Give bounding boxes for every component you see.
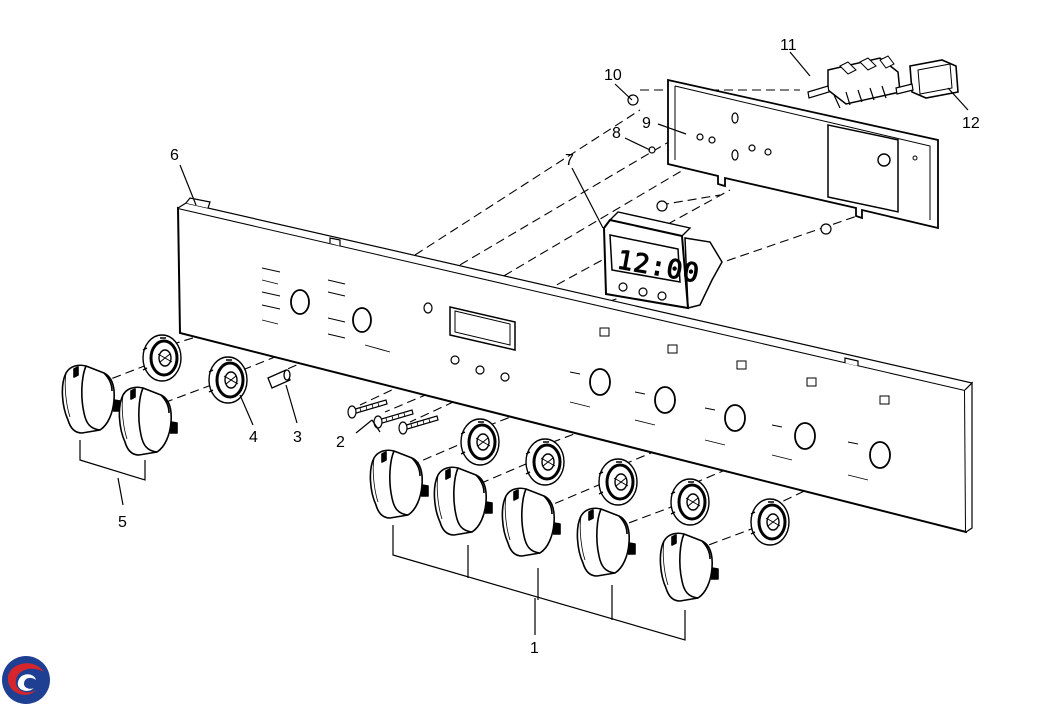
callout-5: 5 (118, 514, 127, 531)
callout-11: 11 (780, 37, 797, 54)
brand-swirl-icon (2, 656, 50, 704)
clock-timer-module: 12:00 (602, 211, 723, 310)
thermostat-switch (895, 59, 959, 99)
callout-1: 1 (530, 640, 539, 657)
callout-3: 3 (293, 429, 302, 446)
control-panel (176, 197, 974, 534)
callout-6: 6 (170, 147, 179, 164)
callout-4: 4 (249, 429, 258, 446)
callout-numbers: 1 2 3 4 5 6 7 8 9 10 11 12 (118, 37, 980, 657)
callout-12: 12 (962, 115, 980, 132)
mounting-bracket (667, 78, 939, 230)
callout-10: 10 (604, 67, 622, 84)
callout-9: 9 (642, 115, 651, 132)
spindle-extension (267, 369, 291, 389)
small-screws (627, 94, 832, 235)
callout-leaders (79, 51, 969, 641)
selector-switch (807, 55, 901, 109)
callout-8: 8 (612, 125, 621, 142)
callout-2: 2 (336, 434, 345, 451)
callout-7: 7 (565, 152, 574, 169)
